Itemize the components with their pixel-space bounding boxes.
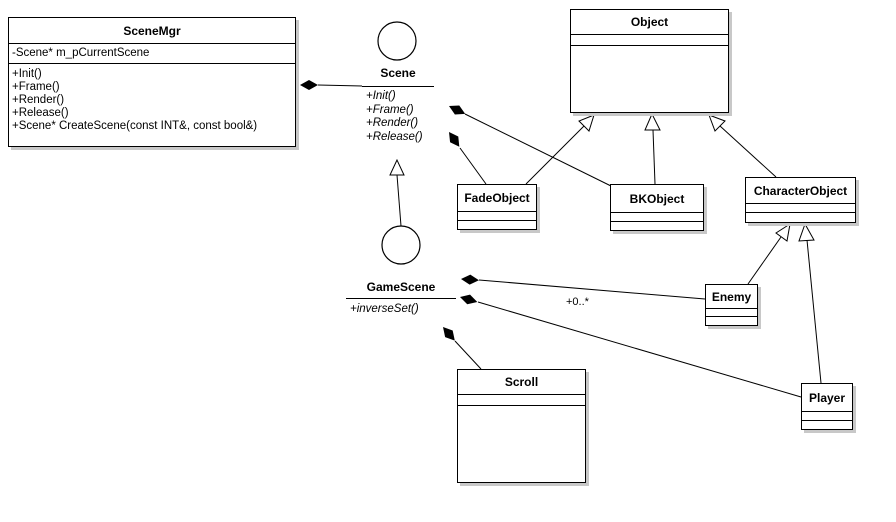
scene-operation: +Release() — [366, 130, 423, 143]
generalization-enemy-characterobject[interactable] — [747, 222, 791, 285]
fadeobject-class[interactable]: FadeObject — [457, 184, 537, 230]
scenemgr-attribute: -Scene* m_pCurrentScene — [12, 47, 150, 59]
composition-scene-fadeobject[interactable] — [444, 129, 487, 185]
gamescene-interface-operations: +inverseSet() — [350, 303, 419, 317]
player-class[interactable]: Player — [801, 383, 853, 430]
scene-interface-divider — [362, 86, 434, 87]
scenemgr-operation: +Init() — [12, 68, 42, 80]
scene-operation: +Frame() — [366, 103, 414, 116]
bkobject-attributes — [611, 213, 703, 222]
object-attributes — [571, 35, 728, 46]
scroll-class-name: Scroll — [458, 370, 585, 395]
gamescene-operation: +inverseSet() — [350, 303, 419, 315]
enemy-class-name: Enemy — [706, 285, 757, 309]
characterobject-class[interactable]: CharacterObject — [745, 177, 856, 223]
bkobject-class[interactable]: BKObject — [610, 184, 704, 231]
scene-operation: +Init() — [366, 90, 396, 102]
composition-gamescene-player[interactable] — [458, 292, 802, 398]
scroll-class[interactable]: Scroll — [457, 369, 586, 483]
scenemgr-attributes: -Scene* m_pCurrentScene — [9, 44, 295, 64]
player-class-name: Player — [802, 384, 852, 412]
generalization-player-characterobject[interactable] — [798, 222, 822, 384]
characterobject-class-name: CharacterObject — [746, 178, 855, 204]
scene-interface-name: Scene — [380, 66, 416, 80]
enemy-class[interactable]: Enemy — [705, 284, 758, 326]
composition-gamescene-enemy[interactable] — [460, 274, 706, 300]
enemy-multiplicity-label: +0..* — [566, 296, 589, 308]
object-class-name: Object — [571, 10, 728, 35]
object-class[interactable]: Object — [570, 9, 729, 113]
scene-interface-circle[interactable] — [377, 21, 417, 61]
fadeobject-class-name: FadeObject — [458, 185, 536, 212]
bkobject-class-name: BKObject — [611, 185, 703, 213]
characterobject-attributes — [746, 204, 855, 213]
scenemgr-class[interactable]: SceneMgr -Scene* m_pCurrentScene +Init()… — [8, 17, 296, 147]
player-attributes — [802, 412, 852, 421]
scene-operation: +Render() — [366, 117, 419, 129]
gamescene-interface-divider — [346, 298, 456, 299]
gamescene-interface-circle[interactable] — [381, 225, 421, 265]
enemy-attributes — [706, 309, 757, 317]
generalization-bkobject-object[interactable] — [644, 112, 661, 185]
generalization-characterobject-object[interactable] — [708, 114, 777, 178]
scenemgr-class-name: SceneMgr — [9, 18, 295, 44]
composition-scenemgr-scene[interactable] — [300, 80, 363, 90]
composition-scene-bkobject[interactable] — [446, 101, 612, 187]
scenemgr-operation: +Release() — [12, 107, 69, 119]
scenemgr-operations: +Init() +Frame() +Render() +Release() +S… — [9, 64, 295, 133]
fadeobject-attributes — [458, 212, 536, 221]
gamescene-interface-name: GameScene — [366, 280, 436, 294]
scenemgr-operation: +Frame() — [12, 81, 60, 93]
composition-gamescene-scroll[interactable] — [439, 323, 482, 370]
realization-gamescene-scene[interactable] — [389, 158, 405, 227]
scroll-attributes — [458, 395, 585, 406]
scene-interface-operations: +Init() +Frame() +Render() +Release() — [366, 90, 423, 144]
scenemgr-operation: +Render() — [12, 94, 65, 106]
scenemgr-operation: +Scene* CreateScene(const INT&, const bo… — [12, 120, 258, 132]
generalization-fadeobject-object[interactable] — [525, 114, 595, 185]
